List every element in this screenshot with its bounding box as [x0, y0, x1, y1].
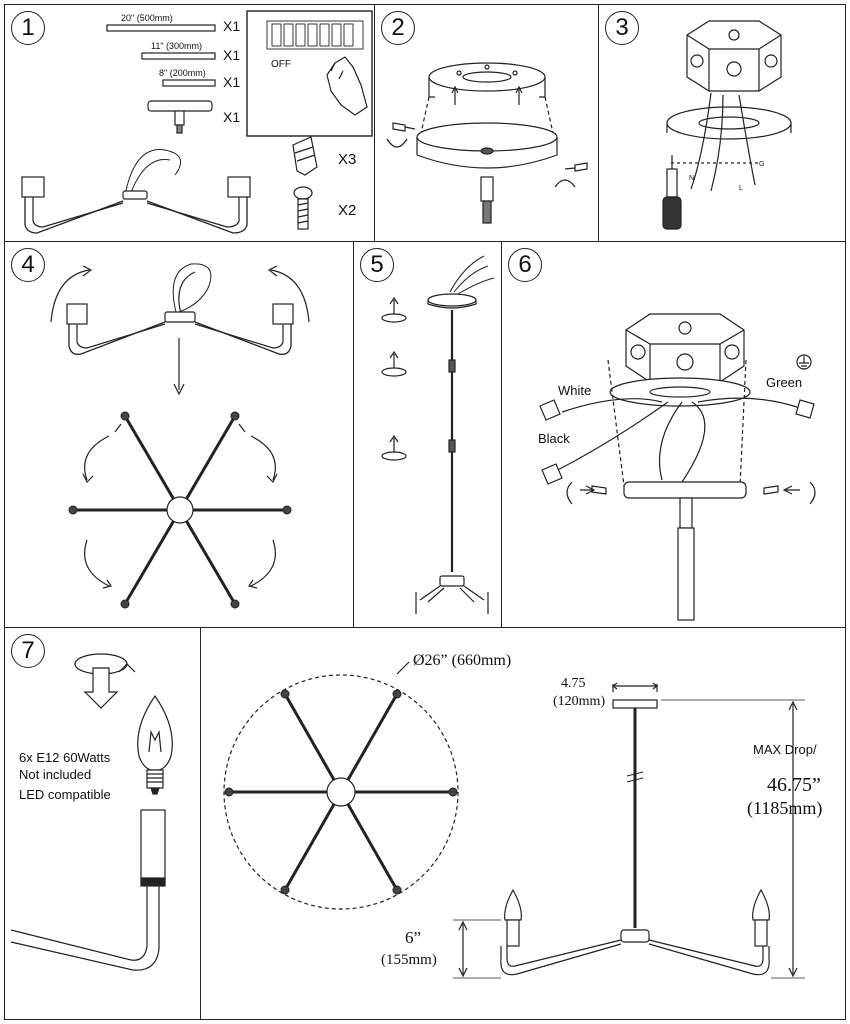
wire-nut-white — [539, 399, 561, 421]
wire-nut-icon — [292, 136, 318, 176]
wire-nut-green — [795, 399, 815, 419]
arm-rotation-diagram — [50, 263, 310, 609]
screw-icon-right — [763, 481, 816, 505]
qty-rod-200: X1 — [223, 74, 241, 90]
canopy — [623, 481, 747, 499]
step-1-panel: 1 — [4, 4, 375, 242]
arm — [10, 886, 160, 971]
screw-icon-left — [386, 122, 416, 148]
wire-nut-black — [541, 463, 563, 485]
step-6-panel: 6 — [501, 241, 846, 628]
junction-box — [625, 313, 745, 383]
mounting-plate — [428, 62, 546, 92]
step-5-panel: 5 — [353, 241, 502, 628]
rotate-icon-3 — [381, 434, 407, 461]
rotate-icon-2 — [381, 350, 407, 377]
junction-box-diagram — [662, 20, 792, 230]
canopy — [427, 293, 477, 307]
canopy-mounting-diagram — [386, 62, 588, 224]
arm-height-mm: (155mm) — [381, 952, 437, 968]
step-number: 7 — [11, 634, 45, 668]
fixture-body — [21, 149, 251, 234]
step-number: 2 — [381, 11, 415, 45]
max-drop-label: MAX Drop/ — [753, 742, 817, 757]
qty-connector: X1 — [223, 109, 241, 125]
side-view-fixture — [500, 699, 770, 976]
canopy — [416, 122, 558, 152]
rod-500mm-label: 20" (500mm) — [121, 13, 173, 23]
six-arm-layout — [73, 415, 287, 605]
connector-rod — [147, 100, 213, 112]
rotate-arrow-icon — [74, 653, 136, 709]
dimensions-panel: Ø26” (660mm) 4.75 (120mm) MAX Drop/ 46.7… — [200, 627, 846, 1020]
diameter-label: Ø26” (660mm) — [413, 652, 512, 669]
bulb-led-compatible: LED compatible — [19, 787, 111, 802]
six-arm-top-view — [229, 693, 453, 891]
white-wire-label: White — [558, 383, 592, 398]
junction-box — [686, 20, 782, 92]
wiring-diagram — [539, 313, 816, 621]
step-number: 6 — [508, 248, 542, 282]
step-number: 4 — [11, 248, 45, 282]
step-number: 1 — [11, 11, 45, 45]
step-4-panel: 4 — [4, 241, 354, 628]
socket — [140, 809, 166, 887]
ground-icon — [796, 354, 812, 370]
arm-height-value: 6” — [405, 928, 422, 947]
dimensions-diagram — [223, 661, 805, 979]
rod-200mm — [162, 79, 216, 87]
fixture-top-view — [66, 263, 294, 355]
diameter-circle — [223, 674, 459, 910]
hand-icon — [326, 56, 368, 116]
max-drop-value: 46.75” — [767, 774, 821, 796]
breaker-off-label: OFF — [271, 59, 291, 70]
mounting-plate — [609, 377, 751, 407]
parts-diagram — [21, 10, 373, 234]
canopy-width-mm: (120mm) — [553, 694, 606, 709]
crossbar-plate — [666, 106, 792, 140]
step-number: 5 — [360, 248, 394, 282]
canopy-width: 4.75 — [561, 676, 586, 691]
bulb-spec: 6x E12 60Watts — [19, 750, 111, 765]
black-wire-label: Black — [538, 431, 570, 446]
step-3-panel: 3 N L G — [598, 4, 846, 242]
step-2-panel: 2 — [374, 4, 599, 242]
rotate-icon-1 — [381, 296, 407, 323]
rod-assembly-diagram — [381, 255, 495, 614]
qty-rod-300: X1 — [223, 47, 241, 63]
max-drop-mm: (1185mm) — [747, 798, 823, 818]
step-7-panel: 7 6x E12 60Watts — [4, 627, 201, 1020]
wire-n-label: N — [689, 175, 695, 182]
screw-icon — [293, 186, 313, 200]
qty-rod-500: X1 — [223, 18, 241, 34]
step-number: 3 — [605, 11, 639, 45]
rotate-arrow-left — [50, 269, 90, 323]
screwdriver-icon — [662, 155, 682, 230]
bulb-right — [752, 888, 770, 921]
screw-icon-right — [554, 162, 588, 188]
green-wire-label: Green — [766, 375, 803, 390]
qty-screw: X2 — [338, 202, 357, 219]
rod-300mm — [141, 52, 216, 60]
rotate-arrow-right — [270, 269, 310, 323]
wire-g-label: G — [759, 161, 765, 168]
bulb-left — [504, 888, 522, 921]
qty-wire-nut: X3 — [338, 151, 357, 168]
bulb-install-diagram — [10, 653, 173, 971]
rod-500mm — [106, 24, 216, 32]
bulb-not-included: Not included — [19, 767, 92, 782]
bulb-icon — [137, 694, 173, 795]
wire-l-label: L — [739, 185, 743, 192]
rod-200mm-label: 8" (200mm) — [159, 68, 206, 78]
rod-300mm-label: 11" (300mm) — [151, 41, 203, 51]
screw-icon-left — [566, 481, 607, 505]
breaker-switches — [266, 20, 364, 50]
